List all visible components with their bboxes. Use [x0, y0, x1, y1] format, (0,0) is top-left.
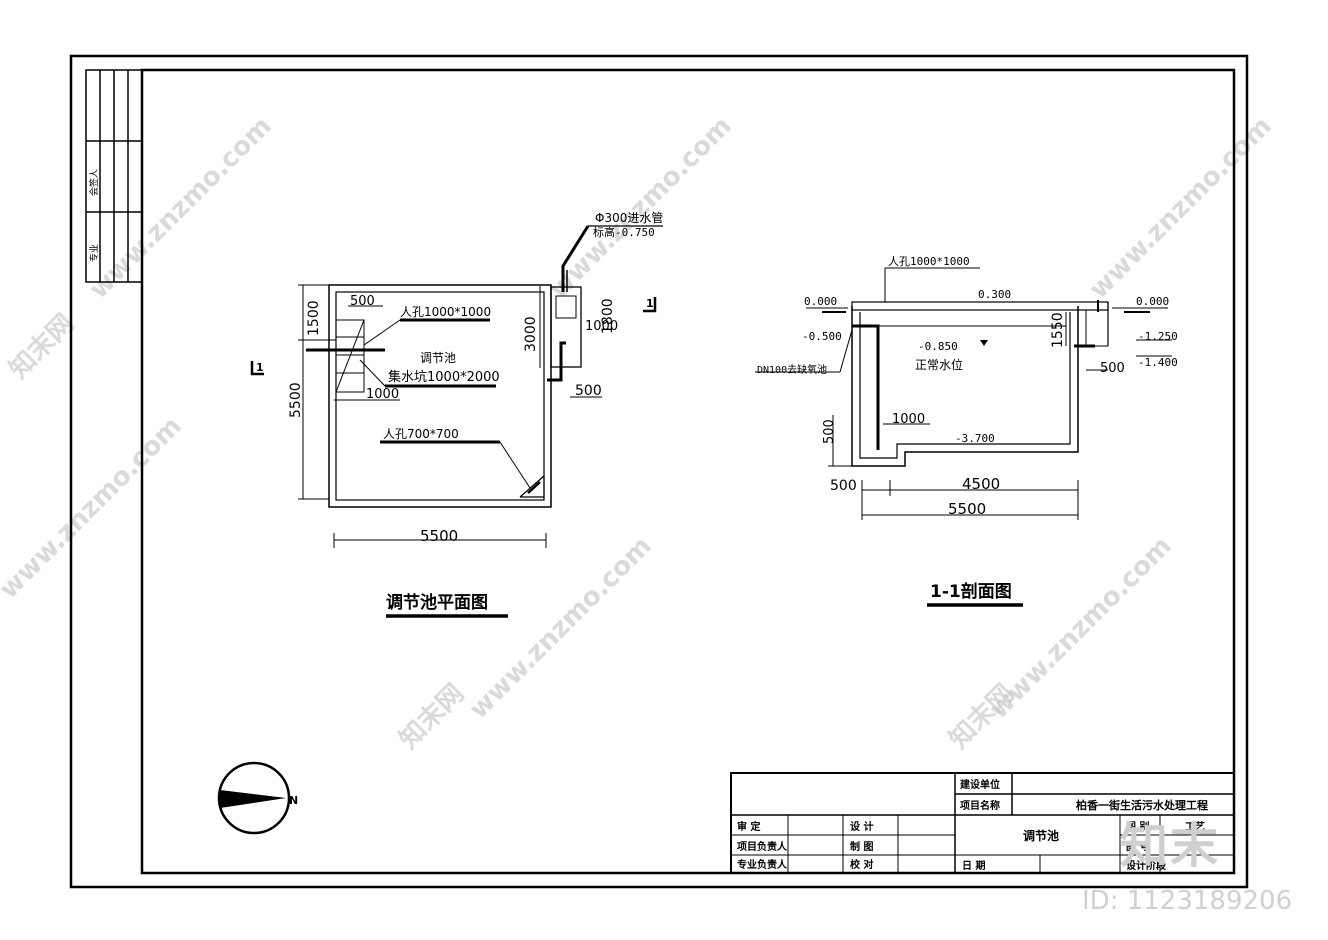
- plan-dim-5500-left: 5500: [288, 382, 304, 418]
- tb-major-lead: 专业负责人: [737, 858, 788, 871]
- outer-border: [69, 54, 1249, 889]
- brand-logo: 知末: [1120, 818, 1221, 874]
- tb-cat-label: 图 别: [1126, 820, 1149, 833]
- plan-dim-5500-bottom: 5500: [420, 527, 458, 545]
- tb-project-name: 柏香一街生活污水处理工程: [1076, 798, 1208, 812]
- compass: [217, 761, 291, 835]
- watermark-3: www.znzmo.com: [544, 111, 738, 305]
- inner-border: [140, 68, 1236, 875]
- tb-unit-label: 建设单位: [959, 778, 1000, 791]
- plan-dim-500-top: 500: [350, 294, 375, 309]
- plan-manhole-top: 人孔1000*1000: [400, 305, 491, 319]
- section-elev-0000-left: 0.000: [804, 295, 837, 308]
- plan-pool-name: 调节池: [420, 351, 456, 365]
- watermark-6: www.znzmo.com: [464, 531, 658, 725]
- tb-num-label: 图 号: [1126, 841, 1149, 853]
- tb-drawing-name: 调节池: [1023, 828, 1059, 843]
- section-elev-m0500: -0.500: [802, 330, 842, 343]
- section-dim-500-r: 500: [1100, 361, 1125, 376]
- title-block: [730, 772, 1235, 874]
- plan-manhole-small: 人孔700*700: [383, 427, 459, 441]
- watermark-1: 知末网: [4, 309, 80, 385]
- tb-cat-value: 工艺: [1185, 820, 1205, 833]
- watermark-layer: 知末网 www.znzmo.com www.znzmo.com www.znzm…: [0, 111, 1278, 755]
- section-elev-m3700: -3.700: [955, 432, 995, 445]
- section-dim-500-b: 500: [830, 478, 857, 494]
- plan-view: [250, 225, 663, 548]
- tb-phase-label: 设计阶段: [1126, 859, 1166, 872]
- plan-dim-1800: 1800: [600, 298, 616, 334]
- section-normal-level: 正常水位: [915, 357, 963, 372]
- plan-section-mark-right: 1: [646, 297, 654, 310]
- watermark-5: www.znzmo.com: [0, 411, 188, 605]
- sidebar-sign-label: 会签人: [88, 169, 100, 196]
- tb-draw: 制 图: [850, 840, 873, 853]
- plan-dim-1000: 1000: [366, 387, 399, 402]
- tb-approve: 审 定: [737, 820, 760, 833]
- water-level-marker: [980, 340, 988, 346]
- plan-title: 调节池平面图: [386, 592, 488, 613]
- plan-sump: 集水坑1000*2000: [388, 369, 500, 385]
- plan-dim-3000: 3000: [523, 316, 539, 352]
- section-dim-4500: 4500: [962, 475, 1000, 493]
- tb-design: 设 计: [850, 820, 873, 833]
- compass-north: N: [289, 794, 298, 807]
- plan-dim-1500: 1500: [306, 300, 322, 336]
- section-view: [755, 267, 1172, 520]
- section-dim-500-l: 500: [822, 419, 837, 444]
- watermark-4: www.znzmo.com: [1084, 111, 1278, 305]
- plan-dim-500-r: 500: [575, 383, 602, 399]
- watermark-2: www.znzmo.com: [84, 111, 278, 305]
- brand-id: ID: 1123189206: [1082, 886, 1293, 916]
- tb-project-lead: 项目负责人: [737, 840, 788, 853]
- section-elev-m0850: -0.850: [918, 340, 958, 353]
- sidebar-major-label: 专业: [88, 244, 100, 262]
- section-dim-5500: 5500: [948, 500, 986, 518]
- section-elev-m1400: -1.400: [1138, 356, 1178, 369]
- section-title: 1-1剖面图: [930, 581, 1012, 602]
- tb-date-label: 日 期: [962, 859, 985, 872]
- plan-dim-1000-r: 1000: [585, 319, 618, 334]
- plan-inlet-elev: 标高-0.750: [593, 225, 655, 239]
- section-elev-0300: 0.300: [978, 288, 1011, 301]
- plan-inlet-label: Φ300进水管: [595, 210, 663, 225]
- section-outlet: DN100去缺氧池: [757, 363, 827, 376]
- section-dim-1550: 1550: [1050, 312, 1066, 348]
- section-dim-1000: 1000: [892, 412, 925, 427]
- section-elev-0000-right: 0.000: [1136, 295, 1169, 308]
- watermark-8: 知末网: [394, 679, 470, 755]
- sidebar-sign-block: [85, 69, 143, 283]
- tb-check: 校 对: [850, 858, 873, 871]
- plan-section-mark-left: 1: [256, 361, 264, 374]
- tb-project-label: 项目名称: [960, 799, 1000, 812]
- section-elev-m1250: -1.250: [1138, 330, 1178, 343]
- section-manhole: 人孔1000*1000: [888, 255, 970, 268]
